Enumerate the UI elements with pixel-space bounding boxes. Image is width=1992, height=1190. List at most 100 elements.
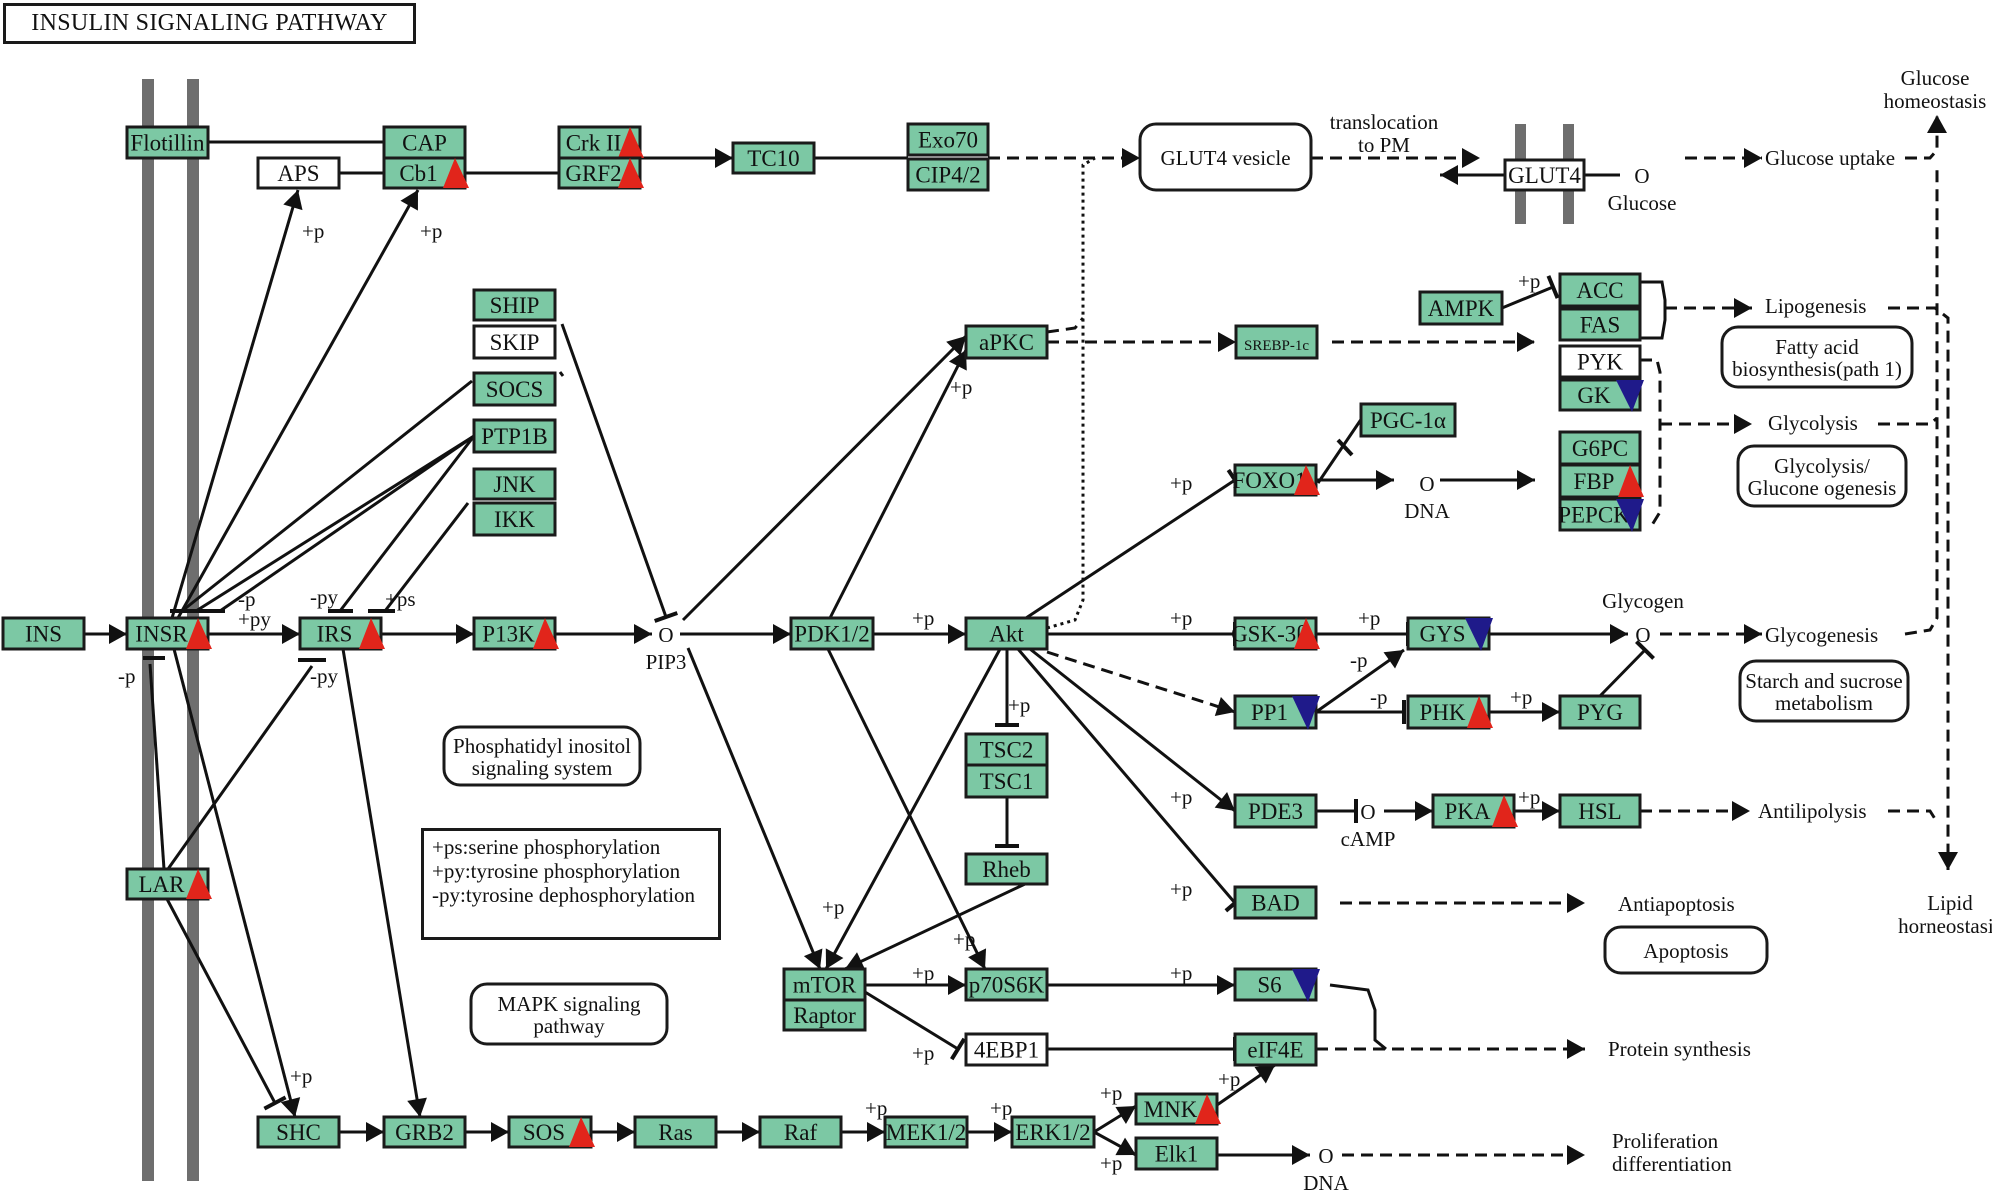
gene-node-cap[interactable]: CAP (382, 125, 467, 160)
arrowhead-icon (1542, 702, 1560, 722)
outcome-label: Glycolysis (1768, 411, 1858, 435)
gene-node-socs[interactable]: SOCS (472, 371, 557, 407)
gene-node-lar[interactable]: LAR (125, 867, 212, 901)
gene-node-elk1[interactable]: Elk1 (1134, 1136, 1219, 1171)
gene-node-grb2[interactable]: GRB2 (382, 1115, 467, 1149)
compound-label: Glycogen (1602, 589, 1684, 613)
gene-node-gk[interactable]: GK (1558, 378, 1644, 412)
gene-node-pdk[interactable]: PDK1/2 (789, 616, 875, 651)
gene-node-pepck[interactable]: PEPCK (1558, 497, 1644, 532)
gene-node-ptp1b[interactable]: PTP1B (472, 418, 557, 454)
gene-node-apkc[interactable]: aPKC (964, 324, 1049, 360)
gene-node-4ebp1[interactable]: 4EBP1 (964, 1032, 1049, 1067)
gene-label: IRS (317, 622, 353, 647)
gene-node-raptor[interactable]: Raptor (782, 998, 867, 1032)
gene-node-ampk[interactable]: AMPK (1418, 290, 1504, 326)
gene-node-cip4[interactable]: CIP4/2 (906, 157, 990, 192)
gene-node-gys[interactable]: GYS (1406, 616, 1493, 651)
gene-node-tsc1[interactable]: TSC1 (964, 763, 1049, 799)
gene-node-pyk[interactable]: PYK (1558, 344, 1642, 379)
gene-node-eif4e[interactable]: eIF4E (1233, 1032, 1318, 1067)
gene-node-srebp[interactable]: SREBP-1c (1234, 324, 1319, 360)
outcome-label: Lipogenesis (1765, 294, 1866, 318)
gene-label: PP1 (1251, 700, 1288, 725)
gene-node-akt[interactable]: Akt (964, 616, 1049, 651)
gene-node-tsc2[interactable]: TSC2 (964, 732, 1049, 767)
compound-circle-icon: O (1318, 1144, 1333, 1168)
gene-node-insr[interactable]: INSR (125, 616, 212, 651)
gene-node-p70s6k[interactable]: p70S6K (964, 967, 1049, 1002)
gene-node-pde3[interactable]: PDE3 (1233, 793, 1318, 829)
gene-label: INS (25, 622, 62, 647)
gene-node-pp1[interactable]: PP1 (1233, 694, 1320, 730)
gene-node-mtor[interactable]: mTOR (782, 967, 867, 1002)
gene-node-cb1[interactable]: Cb1 (382, 156, 469, 190)
map-link-apoptosis[interactable]: Apoptosis (1603, 925, 1769, 975)
gene-node-erk[interactable]: ERK1/2 (1010, 1115, 1096, 1149)
gene-node-rheb[interactable]: Rheb (964, 852, 1049, 886)
gene-node-fbp[interactable]: FBP (1558, 463, 1644, 499)
arrowhead-icon (400, 190, 418, 211)
gene-node-ikk[interactable]: IKK (472, 501, 557, 537)
gene-node-mnk[interactable]: MNK (1134, 1092, 1221, 1126)
outcome-label: differentiation (1612, 1152, 1732, 1176)
gene-node-ship[interactable]: SHIP (472, 288, 557, 322)
gene-node-flotillin[interactable]: Flotillin (125, 125, 210, 160)
gene-node-p13k[interactable]: P13K (472, 616, 559, 651)
gene-label: CIP4/2 (915, 163, 980, 188)
arrowhead-icon (1122, 148, 1140, 168)
gene-node-mek[interactable]: MEK1/2 (883, 1115, 969, 1149)
gene-node-glut4[interactable]: GLUT4 (1503, 158, 1586, 192)
gene-node-pyg[interactable]: PYG (1558, 694, 1642, 730)
gene-node-hsl[interactable]: HSL (1558, 793, 1642, 829)
map-link-glycolysisMap[interactable]: Glycolysis/Glucone ogenesis (1736, 444, 1908, 508)
gene-node-ins[interactable]: INS (1, 616, 86, 651)
gene-node-tc10[interactable]: TC10 (731, 141, 816, 175)
gene-node-skip[interactable]: SKIP (472, 324, 557, 360)
gene-label: FBP (1574, 469, 1615, 494)
gene-node-ras[interactable]: Ras (633, 1115, 718, 1149)
gene-node-gsk[interactable]: GSK-3β (1231, 616, 1320, 651)
gene-node-raf[interactable]: Raf (758, 1115, 843, 1149)
gene-label: 4EBP1 (974, 1038, 1039, 1063)
arrowhead-icon (1217, 975, 1235, 995)
outcome-antiapoptosis: Antiapoptosis (1618, 892, 1735, 916)
gene-node-pgc[interactable]: PGC-1α (1359, 402, 1457, 438)
gene-node-sos[interactable]: SOS (507, 1115, 595, 1149)
pathway-edge (1904, 170, 1939, 636)
gene-node-s6[interactable]: S6 (1233, 967, 1320, 1002)
gene-node-exo70[interactable]: Exo70 (906, 122, 990, 157)
gene-node-fas[interactable]: FAS (1558, 307, 1642, 342)
arrowhead-icon (803, 948, 823, 969)
edge-annotation-plus-p: +p (1100, 1081, 1122, 1105)
gene-node-phk[interactable]: PHK (1406, 694, 1493, 730)
gene-node-pka[interactable]: PKA (1431, 793, 1518, 829)
upregulated-marker-icon (618, 158, 644, 188)
pathway-edge (558, 371, 565, 377)
gene-node-shc[interactable]: SHC (256, 1115, 341, 1149)
gene-node-crkii[interactable]: Crk II (557, 125, 644, 160)
gene-node-irs[interactable]: IRS (298, 616, 385, 651)
gene-node-grf2[interactable]: GRF2 (557, 156, 644, 190)
pathway-edge (181, 379, 473, 613)
gene-node-foxo1[interactable]: FOXO1 (1232, 463, 1320, 497)
gene-node-bad[interactable]: BAD (1233, 885, 1318, 920)
gene-node-aps[interactable]: APS (256, 156, 341, 190)
gene-node-acc[interactable]: ACC (1558, 272, 1642, 308)
gene-node-g6pc[interactable]: G6PC (1558, 430, 1642, 466)
edge-annotation-plus-p: +p (865, 1096, 887, 1120)
map-link-glut4vesicle[interactable]: GLUT4 vesicle (1138, 122, 1313, 192)
gene-node-jnk[interactable]: JNK (472, 467, 557, 501)
arrowhead-icon (282, 624, 300, 644)
